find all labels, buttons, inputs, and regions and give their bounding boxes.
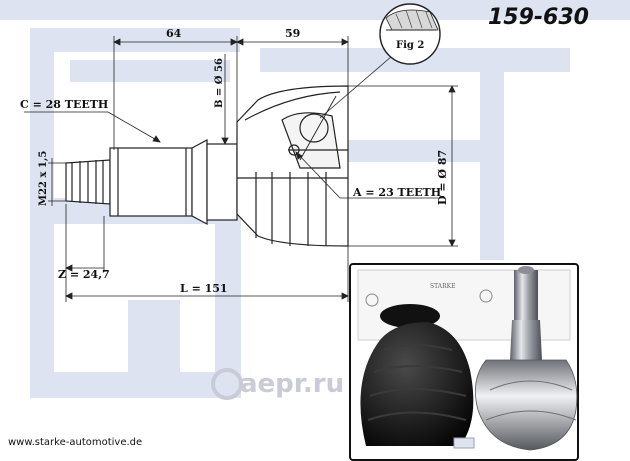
joint-outline [65,85,349,247]
dim-total-length: L = 151 [180,282,228,295]
dim-inner-offset: Z = 24,7 [58,268,110,281]
figure-detail: Fig 2 [379,3,441,65]
dim-outer-diameter: D = Ø 87 [436,150,449,205]
watermark-circle [211,368,243,400]
figure-label: Fig 2 [396,40,424,51]
dim-thread: M22 x 1,5 [38,151,49,206]
dim-bearing-diameter: B = Ø 56 [214,58,225,108]
website-url: www.starke-automotive.de [8,437,142,448]
box-brand-text: STARKE [430,283,456,290]
dim-inner-teeth: A = 23 TEETH [352,186,441,199]
dim-outer-right: 59 [285,27,300,40]
part-number: 159-630 [488,5,589,30]
dimension-lines [24,36,458,302]
dim-outer-teeth: C = 28 TEETH [20,98,108,111]
product-photo: STARKE [349,263,579,461]
watermark-text: aepr.ru [240,369,344,399]
dim-outer-left: 64 [166,27,182,40]
